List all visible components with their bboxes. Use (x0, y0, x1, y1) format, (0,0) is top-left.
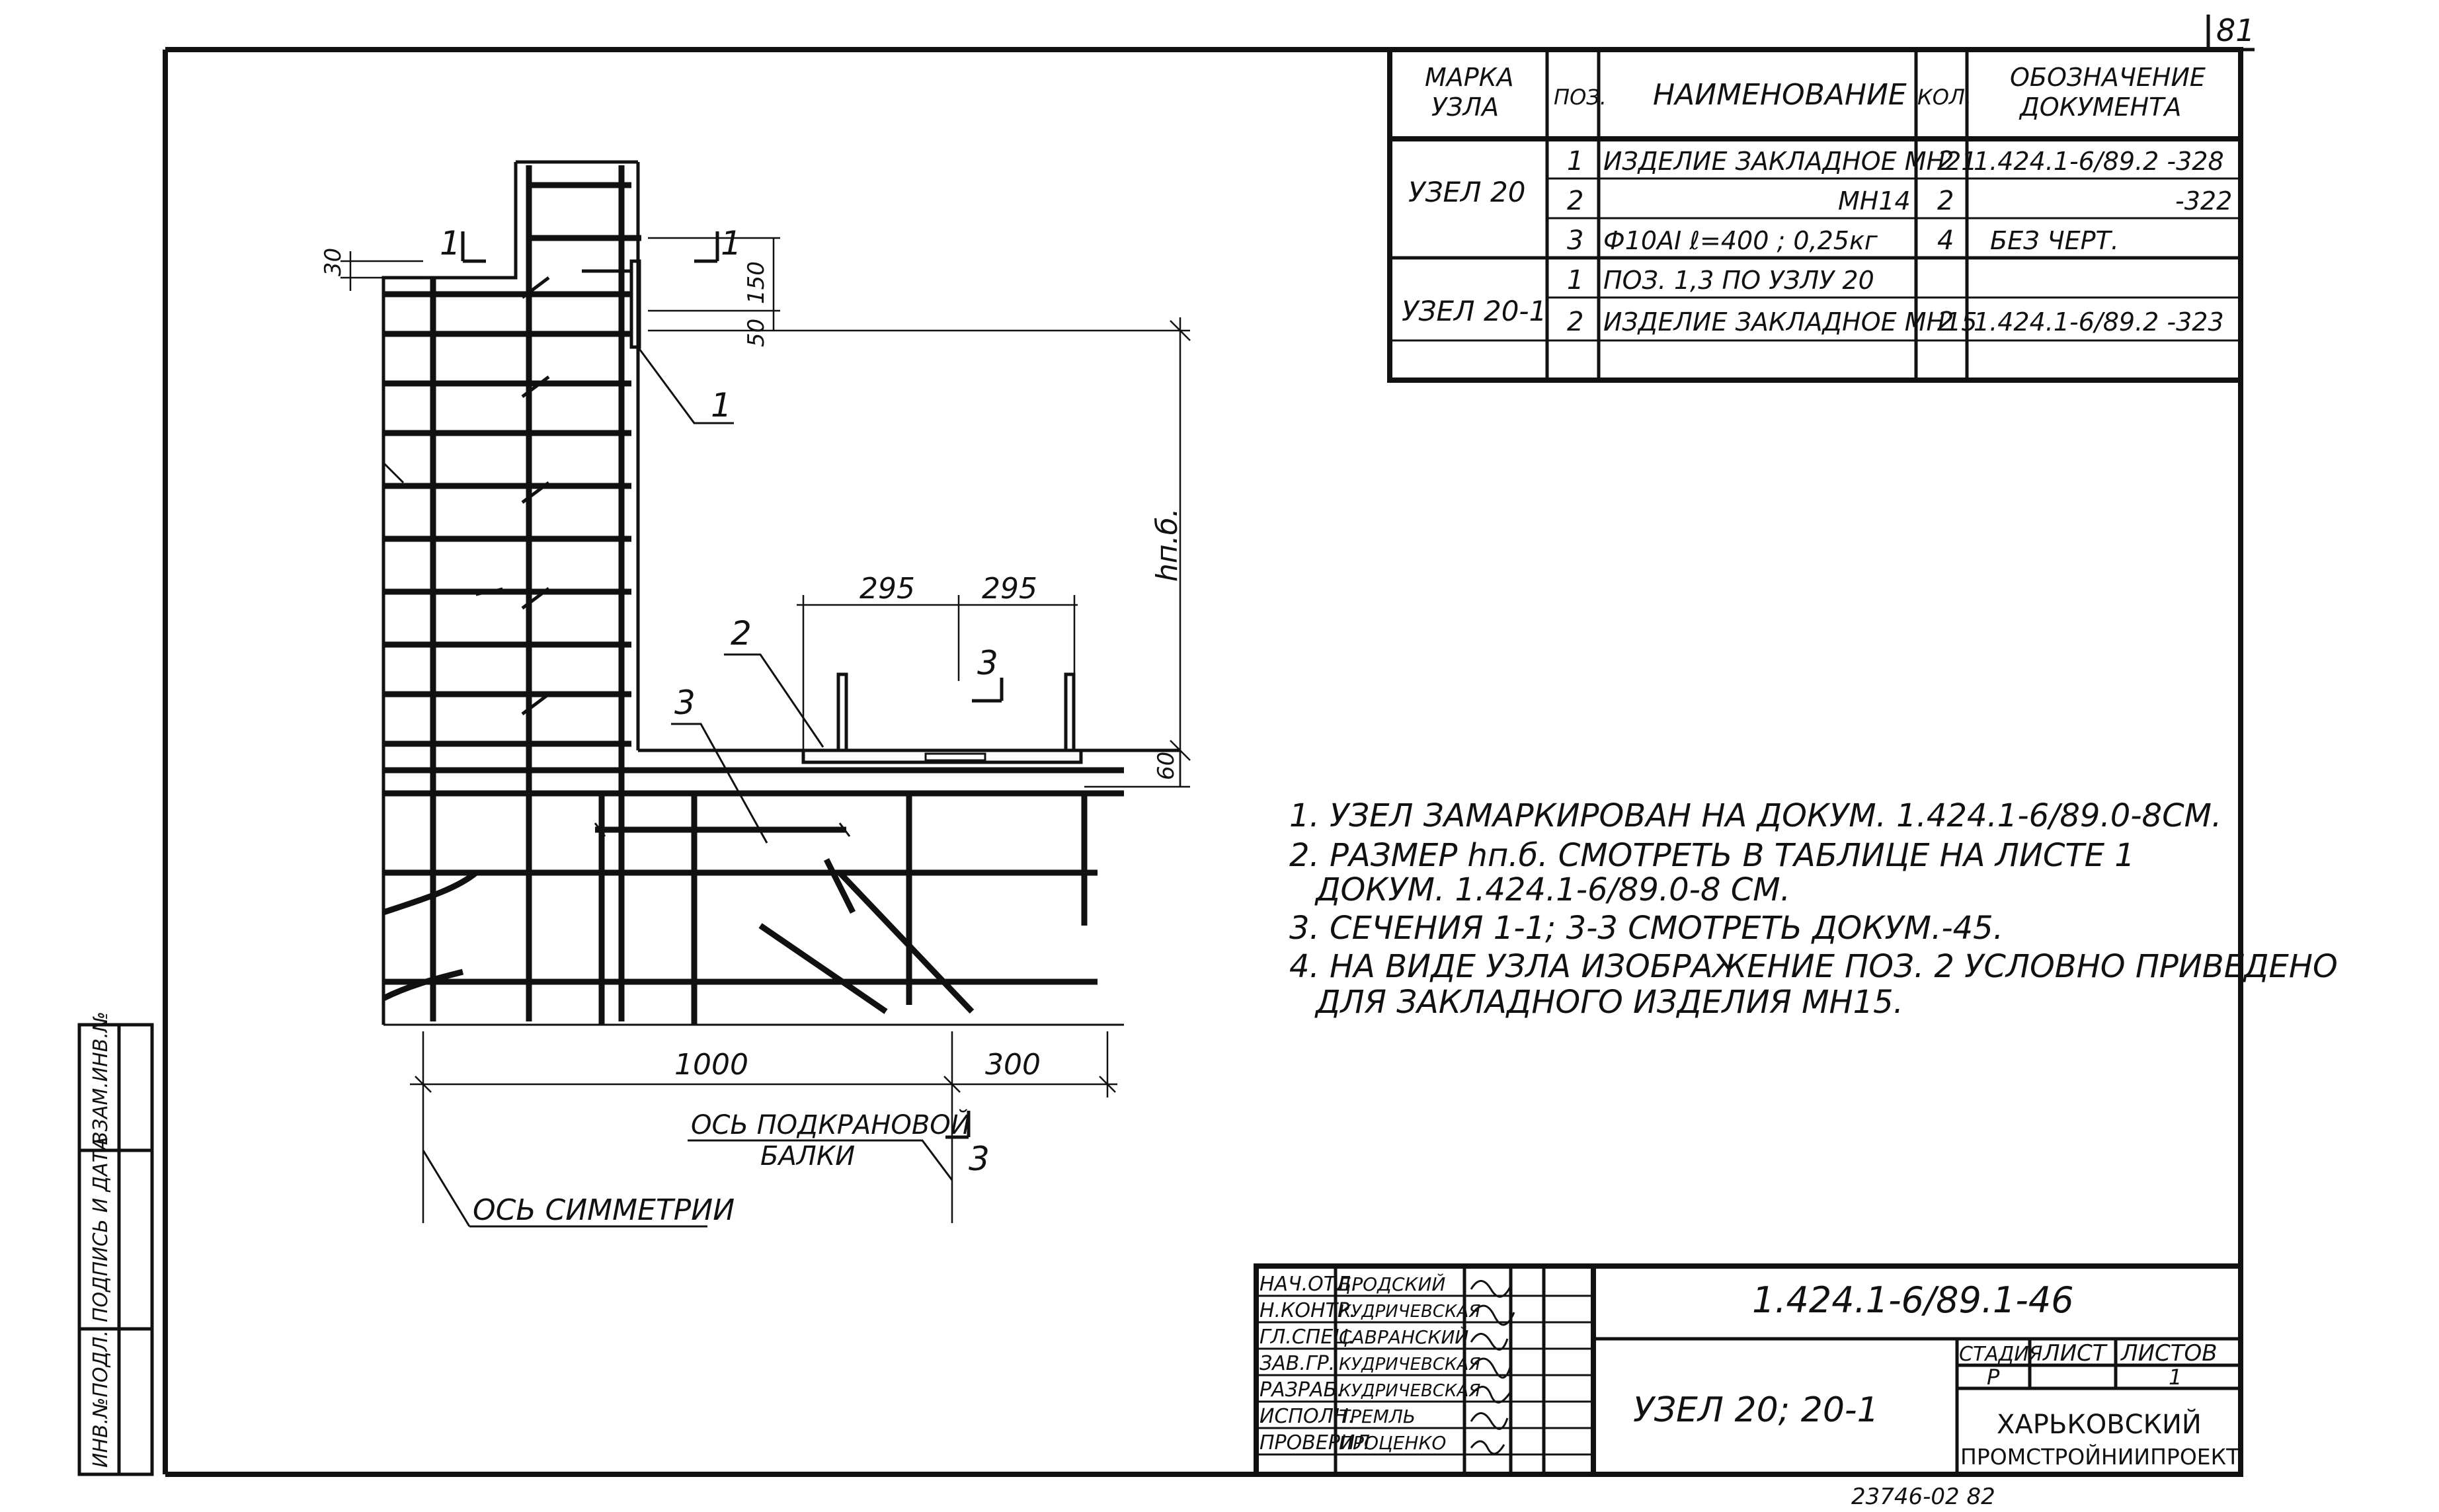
spec-header-mark-2: УЗЛА (1431, 93, 1499, 122)
spec-header-qty: КОЛ. (1917, 85, 1972, 110)
callout-2: 2 (731, 614, 752, 653)
role-label: Н.КОНТР. (1259, 1299, 1356, 1322)
side-stamp-inv-podl: ИНВ.№ПОДЛ. (89, 1330, 112, 1468)
dim-50: 50 (743, 319, 770, 347)
person-name: САВРАНСКИЙ (1339, 1326, 1468, 1348)
sheet-label: ЛИСТ (2042, 1340, 2108, 1367)
note-line: 4. НА ВИДЕ УЗЛА ИЗОБРАЖЕНИЕ ПОЗ. 2 УСЛОВ… (1289, 948, 2338, 985)
spec-row-pos: 1 (1567, 265, 1583, 296)
person-name: КУДРИЧЕВСКАЯ (1339, 1381, 1480, 1401)
org-name-line1: ХАРЬКОВСКИЙ (1997, 1408, 2202, 1440)
spec-row-doc: -322 (2175, 186, 2232, 216)
section-marks (461, 231, 1004, 1139)
spec-header-name: НАИМЕНОВАНИЕ (1653, 78, 1907, 112)
callout-leaders (637, 346, 824, 844)
spec-row-pos: 3 (1567, 225, 1583, 256)
role-label: ПРОВЕРИЛ (1259, 1431, 1370, 1454)
person-name: БРОДСКИЙ (1339, 1273, 1445, 1295)
spec-row-mark: УЗЕЛ 20-1 (1402, 295, 1546, 327)
axis-symmetry: ОСЬ СИММЕТРИИ (473, 1193, 735, 1227)
axis-crane-beam-line2: БАЛКИ (760, 1141, 855, 1172)
spec-row-qty: 2 (1937, 307, 1954, 337)
spec-table-grid (1387, 47, 2243, 383)
note-line: ДЛЯ ЗАКЛАДНОГО ИЗДЕЛИЯ МН15. (1314, 984, 1903, 1021)
callout-3: 3 (674, 684, 696, 722)
stage-label: СТАДИЯ (1959, 1343, 2043, 1366)
spec-header-pos: ПОЗ. (1554, 85, 1607, 110)
role-label: ИСПОЛН. (1259, 1405, 1355, 1428)
note-line: 3. СЕЧЕНИЯ 1-1; 3-3 СМОТРЕТЬ ДОКУМ.-45. (1289, 910, 2003, 947)
spec-row-name: ПОЗ. 1,3 ПО УЗЛУ 20 (1603, 266, 1874, 295)
spec-row-qty: 2 (1937, 146, 1954, 177)
column-left-outline (381, 162, 518, 1025)
title-block-grid (1254, 1263, 2243, 1477)
person-name: КУДРИЧЕВСКАЯ (1339, 1302, 1480, 1322)
dimension-lines (340, 237, 1191, 1223)
spec-header-doc-2: ДОКУМЕНТА (2019, 93, 2181, 122)
person-name: КУДРИЧЕВСКАЯ (1339, 1355, 1480, 1374)
dim-1000: 1000 (674, 1048, 748, 1082)
spec-row-name: ИЗДЕЛИЕ ЗАКЛАДНОЕ МН15 (1603, 307, 1977, 337)
stage-value: Р (1987, 1365, 2000, 1390)
spec-row-pos: 1 (1567, 146, 1583, 177)
spec-row-name: Ф10АI ℓ=400 ; 0,25кг (1603, 226, 1878, 255)
spec-row-mark: УЗЕЛ 20 (1408, 176, 1525, 208)
spec-row-doc: 1.424.1-6/89.2 -323 (1974, 307, 2224, 337)
role-label: ГЛ.СПЕЦ. (1259, 1326, 1355, 1349)
dim-30: 30 (320, 248, 346, 276)
side-stamp-signature-date: ПОДПИСЬ И ДАТА (89, 1137, 112, 1322)
role-label: НАЧ.ОТД. (1259, 1273, 1357, 1296)
sheets-value: 1 (2169, 1365, 2182, 1390)
person-name: ПРОЦЕНКО (1339, 1432, 1446, 1454)
role-label: ЗАВ.ГР. (1259, 1352, 1335, 1375)
signature-scribbles (1470, 1280, 1515, 1455)
note-line: 2. РАЗМЕР hп.б. СМОТРЕТЬ В ТАБЛИЦЕ НА ЛИ… (1289, 837, 2135, 874)
dim-150: 150 (743, 261, 770, 304)
axis-crane-beam-line1: ОСЬ ПОДКРАНОВОЙ (691, 1109, 971, 1140)
spec-row-name: МН14 (1838, 186, 1911, 216)
axis-leaders (422, 1139, 953, 1228)
spec-header-mark-1: МАРКА (1425, 63, 1514, 92)
role-label: РАЗРАБ. (1259, 1378, 1343, 1402)
spec-row-pos: 2 (1567, 186, 1583, 216)
dim-hpb: hп.б. (1150, 508, 1184, 582)
note-line: 1. УЗЕЛ ЗАМАРКИРОВАН НА ДОКУМ. 1.424.1-6… (1289, 797, 2221, 834)
spec-header-doc-1: ОБОЗНАЧЕНИЕ (2010, 63, 2206, 92)
side-stamp-vzam-inv: ВЗАМ.ИНВ.№ (89, 1012, 112, 1145)
structural-node-drawing (381, 160, 1180, 1026)
title-block-roles: НАЧ.ОТД. Н.КОНТР. ГЛ.СПЕЦ. ЗАВ.ГР. РАЗРА… (1259, 1273, 1370, 1454)
spec-row-name: ИЗДЕЛИЕ ЗАКЛАДНОЕ МН21 (1603, 147, 1977, 176)
person-name: ТРЕМЛЬ (1339, 1406, 1416, 1427)
section-3-bottom: 3 (969, 1140, 990, 1178)
section-1-left: 1 (440, 224, 461, 262)
org-name-line2: ПРОМСТРОЙНИИПРОЕКТ (1960, 1443, 2240, 1470)
title-block-names: БРОДСКИЙ КУДРИЧЕВСКАЯ САВРАНСКИЙ КУДРИЧЕ… (1339, 1273, 1480, 1454)
doc-code: 1.424.1-6/89.1-46 (1752, 1279, 2074, 1321)
dim-300: 300 (985, 1048, 1041, 1082)
spec-row-qty: 4 (1937, 225, 1954, 256)
section-3-top: 3 (977, 644, 998, 682)
spec-row-qty: 2 (1937, 186, 1954, 216)
dim-60: 60 (1153, 752, 1180, 780)
spec-row-pos: 2 (1567, 307, 1583, 337)
callout-1: 1 (711, 386, 732, 424)
page-number: 81 (2216, 13, 2255, 48)
bottom-number: 23746-02 82 (1851, 1484, 1995, 1510)
side-stamp (77, 1023, 154, 1476)
note-line: ДОКУМ. 1.424.1-6/89.0-8 СМ. (1314, 871, 1790, 908)
drawing-title: УЗЕЛ 20; 20-1 (1633, 1390, 1879, 1430)
section-1-right: 1 (721, 224, 742, 262)
dim-295-left: 295 (860, 572, 915, 606)
dim-295-right: 295 (982, 572, 1037, 606)
spec-row-doc: БЕЗ ЧЕРТ. (1990, 226, 2119, 255)
notes: 1. УЗЕЛ ЗАМАРКИРОВАН НА ДОКУМ. 1.424.1-6… (1289, 797, 2338, 1021)
sheets-label: ЛИСТОВ (2120, 1340, 2218, 1367)
spec-row-doc: 1.424.1-6/89.2 -328 (1974, 147, 2224, 176)
